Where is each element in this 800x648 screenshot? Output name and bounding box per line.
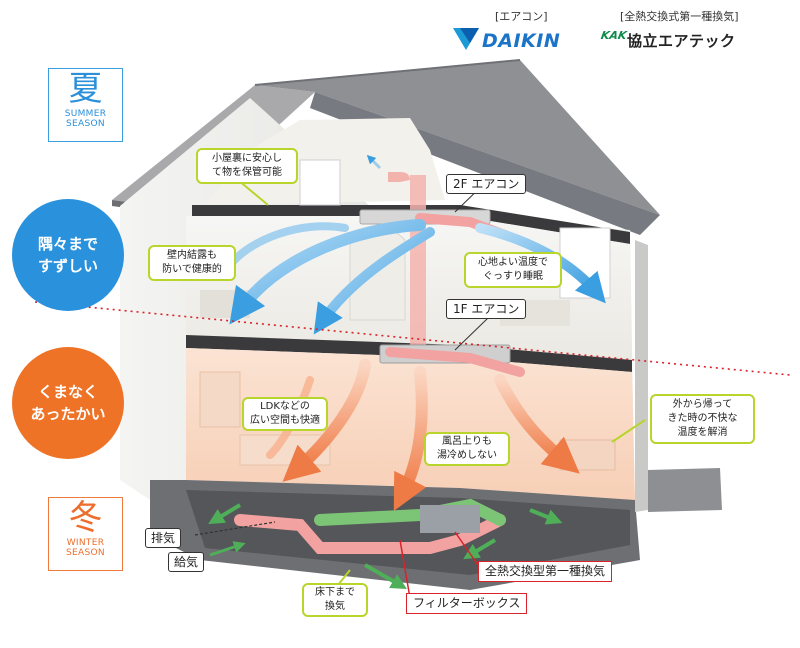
attic-callout-leader	[237, 179, 269, 206]
cool-air-arrow-return	[226, 222, 349, 269]
attic-floor-slab	[192, 205, 630, 244]
filter-box-leader	[399, 539, 411, 599]
winter-en-line1: WINTER	[66, 538, 105, 548]
warm-air-arrow-center	[393, 366, 428, 512]
winter-kanji: 冬	[68, 498, 103, 538]
attic-window	[299, 159, 341, 206]
bath-warmth-callout: 風呂上りも 湯冷めしない	[424, 432, 510, 466]
winter-en-line2: SEASON	[66, 548, 105, 558]
heat-exchanger-unit	[420, 505, 480, 533]
side-wall-edge	[635, 240, 648, 512]
summer-en-line2: SEASON	[66, 119, 105, 129]
supply-arrow	[209, 541, 246, 557]
heat-exchange-ventilation-label: 全熱交換型第一種換気	[478, 561, 613, 582]
filter-box-label: フィルターボックス	[406, 593, 528, 614]
summer-kanji: 夏	[68, 69, 103, 109]
aircon-caption: [エアコン]	[495, 10, 548, 23]
underfloor-space	[186, 490, 630, 575]
summer-en-line1: SUMMER	[64, 109, 107, 119]
cool-air-arrow-center	[313, 227, 435, 335]
ldk-comfort-callout: LDKなどの 広い空間も快適	[242, 397, 328, 431]
sleep-comfort-callout: 心地よい温度で ぐっすり睡眠	[464, 252, 562, 288]
warm-air-arrow-right	[494, 374, 580, 474]
exhaust-connector	[194, 521, 276, 536]
daikin-brand-text: DAIKIN	[482, 30, 561, 52]
kak-logo-mark: KAK	[599, 29, 628, 42]
cool-air-arrow-left	[229, 219, 426, 325]
wall-condensation-callout: 壁内結露も 防いで健康的	[148, 245, 236, 281]
winter-warm-circle: くまなく あったかい	[12, 347, 124, 459]
outside-callout-leader	[611, 419, 646, 443]
exhaust-label: 排気	[145, 528, 182, 548]
outside-return-callout: 外から帰って きた時の不快な 温度を解消	[650, 394, 755, 444]
first-floor-ac-label: 1F エアコン	[446, 299, 527, 319]
season-divider-line	[34, 301, 791, 376]
vertical-duct	[410, 175, 426, 345]
second-floor-ac-label: 2F エアコン	[446, 174, 527, 194]
first-floor-duct	[385, 347, 525, 377]
summer-season-box: 夏 SUMMER SEASON	[48, 68, 123, 142]
kak-company-name: 協立エアテック	[627, 32, 736, 50]
underfloor-arrow-2	[463, 538, 497, 560]
exhaust-arrow	[208, 503, 242, 525]
winter-season-box: 冬 WINTER SEASON	[48, 497, 123, 571]
underfloor-arrow-1	[364, 563, 407, 589]
outdoor-unit	[648, 468, 722, 512]
first-floor-ac-leader	[454, 317, 489, 351]
attic-storage-callout: 小屋裏に安心し て物を保管可能	[196, 148, 298, 184]
heat-exchange-leader	[454, 531, 481, 569]
kitchen-cabinet	[199, 371, 241, 428]
attic-air-arrow	[366, 154, 382, 170]
underfloor-arrow-3	[529, 508, 563, 525]
warm-air-arrow-left	[282, 359, 371, 482]
ventilation-caption: [全熱交換式第一種換気]	[620, 10, 739, 23]
underfloor-pink-duct	[234, 514, 506, 554]
underfloor-ventilation-callout: 床下まで 換気	[302, 583, 368, 617]
duct-elbow	[388, 172, 410, 182]
supply-label: 給気	[168, 552, 205, 572]
daikin-logo-icon	[453, 28, 479, 50]
summer-cool-circle: 隅々まで すずしい	[12, 199, 124, 311]
